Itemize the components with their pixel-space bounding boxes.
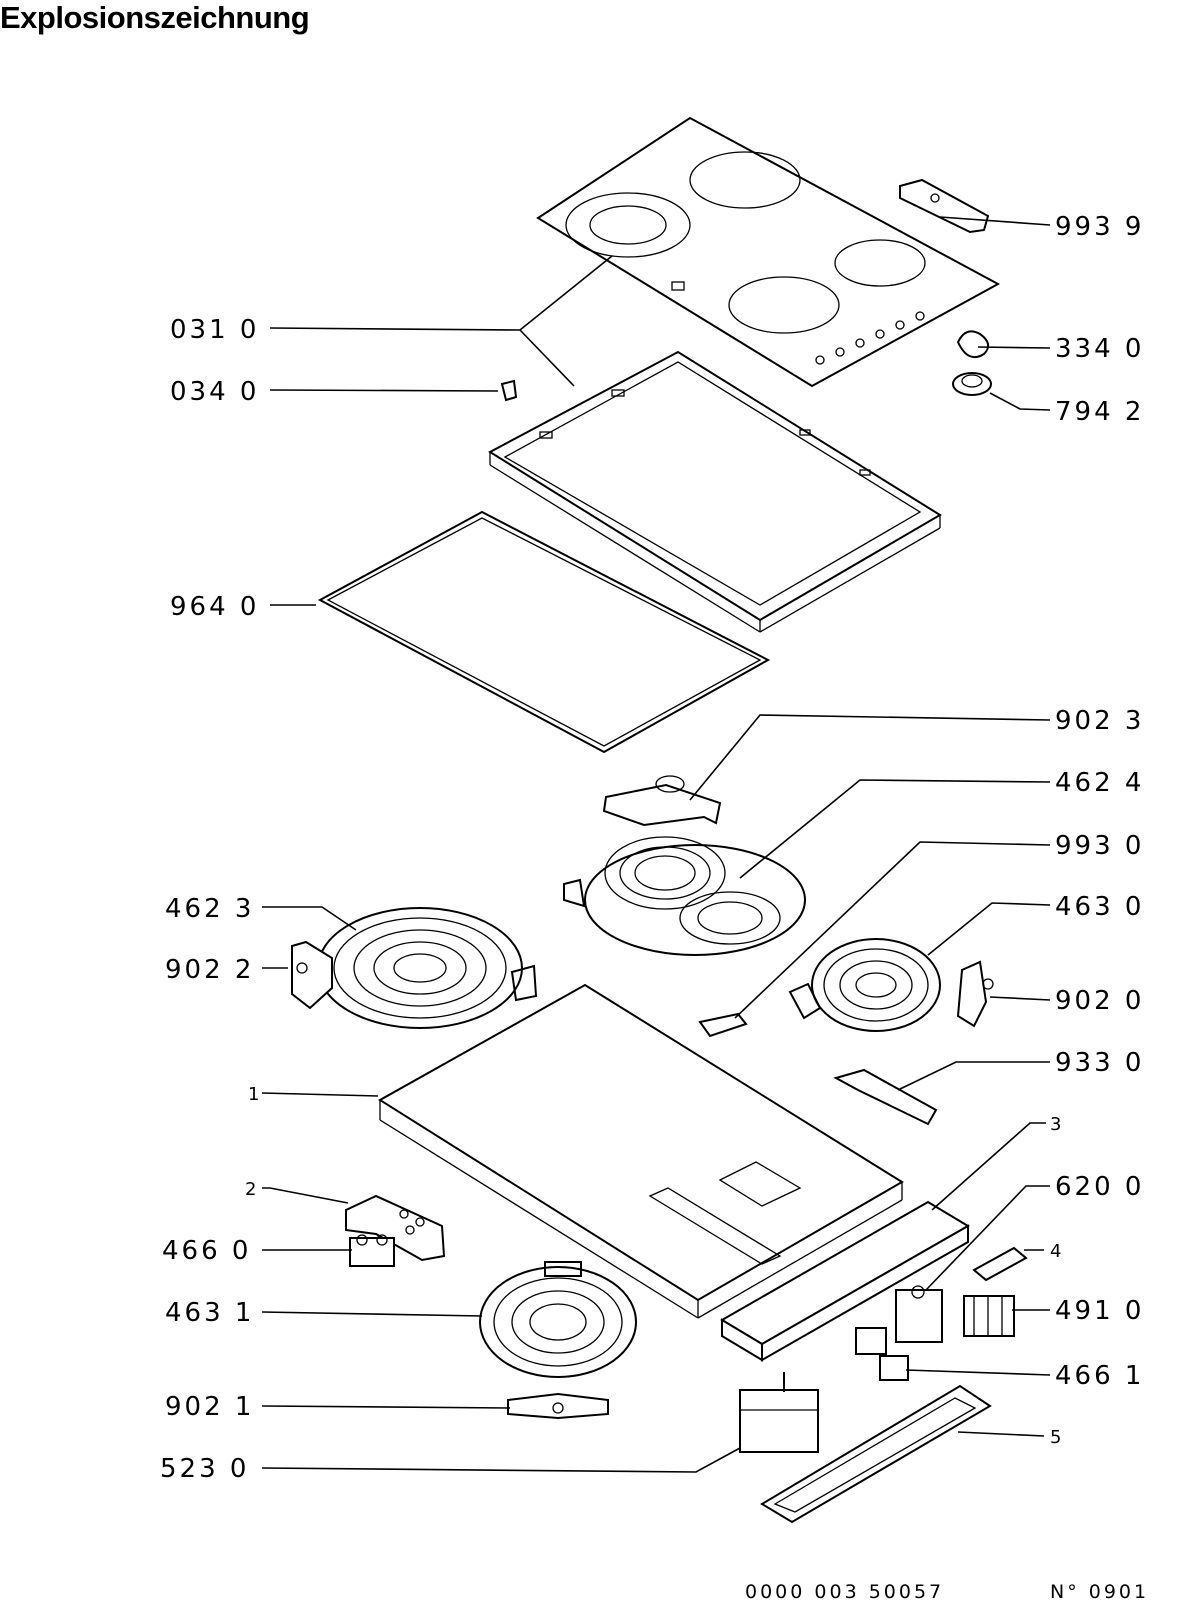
bracket-902-0 (956, 960, 994, 1028)
drawing-number: N° 0901 (1050, 1581, 1149, 1603)
label-462-3: 462 3 (165, 894, 254, 924)
bracket-902-2 (291, 940, 333, 1010)
part-4 (972, 1246, 1028, 1282)
label-3: 3 (1050, 1114, 1061, 1135)
label-2: 2 (245, 1179, 256, 1200)
heater-463-1 (479, 1261, 637, 1378)
bracket-902-3 (602, 775, 722, 827)
cooktop-frame (487, 350, 942, 633)
label-034-0: 034 0 (170, 377, 259, 407)
label-993-0: 993 0 (1055, 831, 1144, 861)
leader-lines (261, 216, 1051, 1473)
label-031-0: 031 0 (170, 315, 259, 345)
label-466-0: 466 0 (162, 1236, 251, 1266)
base-tray (378, 983, 904, 1319)
knob-334-0 (956, 330, 990, 358)
oval-heater-462-4 (563, 836, 806, 956)
label-993-9: 993 9 (1055, 212, 1144, 242)
label-902-2: 902 2 (165, 955, 254, 985)
drawing-code: 0000 003 50057 (745, 1581, 944, 1603)
sensor-933-0 (833, 1068, 938, 1126)
regulator-523-0 (739, 1372, 819, 1453)
cover-plate (760, 1384, 992, 1524)
ceramic-glass-top (536, 116, 1001, 388)
ring-794-2 (952, 372, 992, 396)
label-463-1: 463 1 (165, 1298, 254, 1328)
heater-463-0 (788, 938, 941, 1032)
label-902-0: 902 0 (1055, 986, 1144, 1016)
switch-466-0 (349, 1234, 395, 1267)
label-466-1: 466 1 (1055, 1361, 1144, 1391)
label-902-1: 902 1 (165, 1392, 254, 1422)
label-462-4: 462 4 (1055, 768, 1144, 798)
label-334-0: 334 0 (1055, 334, 1144, 364)
label-463-0: 463 0 (1055, 892, 1144, 922)
terminal-block-491-0 (963, 1295, 1015, 1337)
seal-964 (317, 510, 771, 754)
part-labels: 993 9 031 0 334 0 034 0 794 2 964 0 902 … (160, 212, 1144, 1484)
clip-034 (500, 379, 518, 402)
switch-466-1 (879, 1355, 909, 1381)
label-964-0: 964 0 (170, 592, 259, 622)
label-491-0: 491 0 (1055, 1296, 1144, 1326)
bracket-2 (345, 1194, 446, 1262)
energy-regulator-620-0 (895, 1285, 943, 1343)
clip-993-0 (698, 1012, 748, 1038)
label-1: 1 (248, 1084, 259, 1105)
switch-small (855, 1327, 887, 1355)
label-794-2: 794 2 (1055, 397, 1144, 427)
bracket-902-1 (507, 1392, 609, 1420)
label-5: 5 (1050, 1427, 1061, 1448)
heater-462-3 (317, 907, 538, 1029)
bracket-993-9 (899, 178, 990, 234)
label-902-3: 902 3 (1055, 706, 1144, 736)
label-4: 4 (1050, 1241, 1061, 1262)
control-housing (720, 1200, 970, 1362)
diagram-title: Explosionszeichnung (0, 0, 310, 35)
label-933-0: 933 0 (1055, 1048, 1144, 1078)
label-620-0: 620 0 (1055, 1172, 1144, 1202)
label-523-0: 523 0 (160, 1454, 249, 1484)
